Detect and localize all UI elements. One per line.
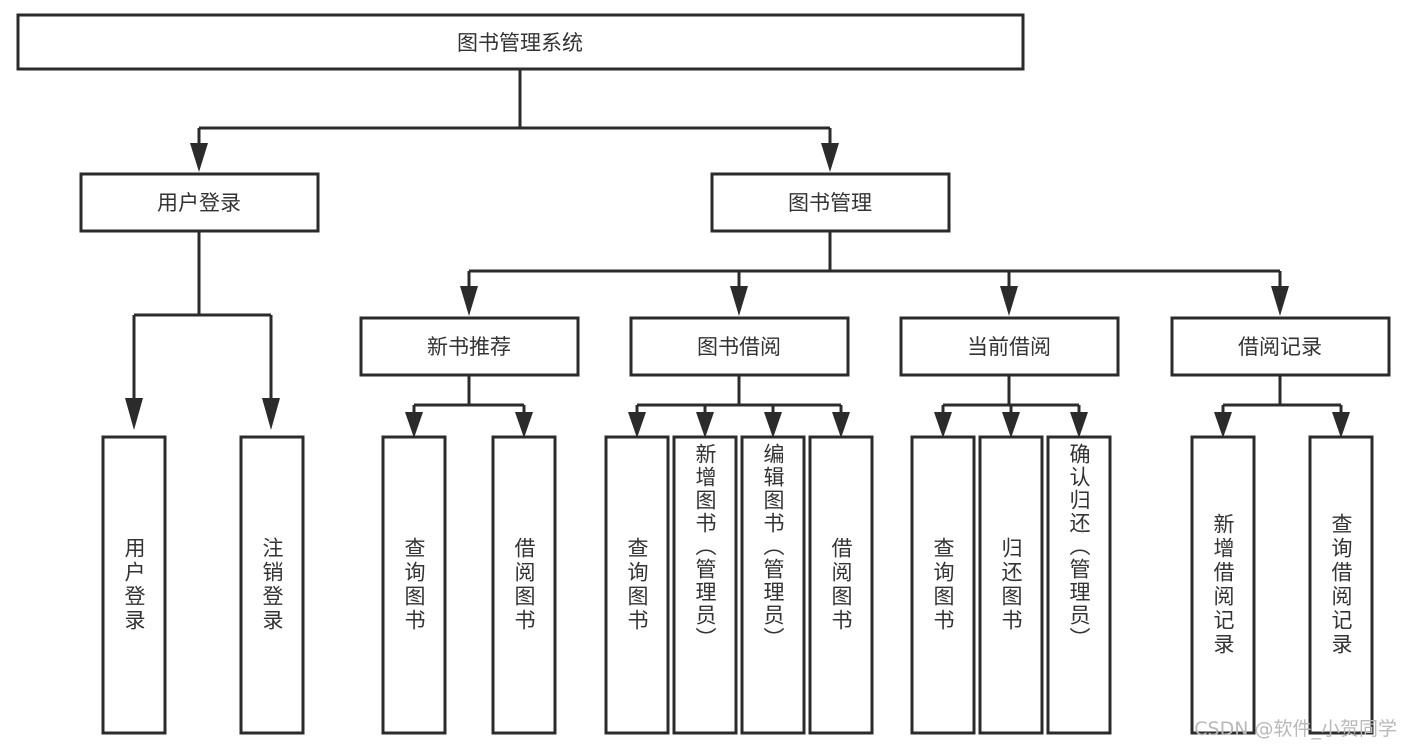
node-new-book-recommend-label: 新书推荐 — [427, 335, 511, 359]
node-leaf-query-record-box[interactable] — [1308, 435, 1374, 735]
connector-group — [125, 69, 1350, 438]
node-leaf-user-logout-box[interactable] — [239, 435, 305, 735]
arrow-head-icon — [1271, 286, 1289, 316]
node-root[interactable]: 图书管理系统 — [16, 13, 1025, 71]
arrow-head-icon — [125, 398, 143, 430]
node-leaf-user-login-box[interactable] — [101, 435, 167, 735]
node-leaf-user-logout-label-wrap: 注销登录 — [241, 437, 303, 733]
node-root-label: 图书管理系统 — [457, 31, 583, 55]
node-user-login-label: 用户登录 — [157, 191, 241, 215]
arrow-head-icon — [1002, 412, 1020, 438]
node-leaf-add-book-box[interactable] — [672, 435, 738, 735]
arrow-head-icon — [405, 412, 423, 438]
arrow-head-icon — [1070, 412, 1088, 438]
node-leaf-add-record-label: 新增借阅记录 — [1211, 513, 1235, 657]
node-leaf-borrow-book-2-label: 借阅图书 — [829, 537, 853, 633]
node-borrow-record-label: 借阅记录 — [1238, 335, 1322, 359]
node-book-borrow-label: 图书借阅 — [697, 335, 781, 359]
leaf-node-group — [101, 435, 1374, 735]
node-leaf-query-book-2-label: 查询图书 — [625, 537, 649, 633]
node-leaf-query-book-2-box[interactable] — [604, 435, 670, 735]
node-user-login-box[interactable] — [79, 172, 320, 233]
node-leaf-query-record-label-wrap: 查询借阅记录 — [1310, 437, 1372, 733]
node-leaf-borrow-book-2-label-wrap: 借阅图书 — [810, 437, 872, 733]
node-leaf-borrow-book-1-box[interactable] — [491, 435, 557, 735]
node-leaf-edit-book-box[interactable] — [740, 435, 806, 735]
node-current-borrow[interactable]: 当前借阅 — [899, 316, 1120, 377]
node-current-borrow-box[interactable] — [899, 316, 1120, 377]
node-leaf-return-book-box[interactable] — [978, 435, 1044, 735]
node-leaf-query-book-3-box[interactable] — [910, 435, 976, 735]
node-leaf-add-book-label: 新增图书（管理员） — [693, 443, 717, 650]
node-book-manage[interactable]: 图书管理 — [710, 172, 951, 233]
node-leaf-user-login-label: 用户登录 — [122, 537, 146, 633]
arrow-head-icon — [821, 143, 839, 172]
arrow-head-icon — [460, 286, 478, 316]
arrow-head-icon — [764, 412, 782, 438]
node-leaf-query-record-label: 查询借阅记录 — [1329, 513, 1353, 657]
node-leaf-user-logout-label: 注销登录 — [260, 537, 284, 633]
arrow-head-icon — [262, 398, 280, 430]
arrow-head-icon — [1214, 412, 1232, 438]
node-root-box[interactable] — [16, 13, 1025, 71]
node-leaf-add-record-box[interactable] — [1190, 435, 1256, 735]
node-book-manage-label: 图书管理 — [788, 191, 872, 215]
node-leaf-confirm-return-label: 确认归还（管理员） — [1067, 443, 1091, 650]
node-new-book-recommend-box[interactable] — [359, 316, 580, 377]
node-new-book-recommend[interactable]: 新书推荐 — [359, 316, 580, 377]
node-borrow-record-box[interactable] — [1170, 316, 1391, 377]
node-leaf-confirm-return-label-wrap: 确认归还（管理员） — [1048, 437, 1110, 733]
node-leaf-borrow-book-1-label-wrap: 借阅图书 — [493, 437, 555, 733]
node-book-borrow[interactable]: 图书借阅 — [629, 316, 850, 377]
arrow-head-icon — [515, 412, 533, 438]
node-leaf-borrow-book-1-label: 借阅图书 — [512, 537, 536, 633]
arrow-head-icon — [628, 412, 646, 438]
node-user-login[interactable]: 用户登录 — [79, 172, 320, 233]
node-leaf-query-book-2-label-wrap: 查询图书 — [606, 437, 668, 733]
node-leaf-confirm-return-box[interactable] — [1046, 435, 1112, 735]
node-borrow-record[interactable]: 借阅记录 — [1170, 316, 1391, 377]
node-leaf-return-book-label: 归还图书 — [999, 537, 1023, 633]
node-leaf-borrow-book-2-box[interactable] — [808, 435, 874, 735]
node-leaf-user-login-label-wrap: 用户登录 — [103, 437, 165, 733]
arrow-head-icon — [1332, 412, 1350, 438]
node-leaf-query-book-3-label-wrap: 查询图书 — [912, 437, 974, 733]
node-leaf-query-book-1-box[interactable] — [381, 435, 447, 735]
arrow-head-icon — [190, 143, 208, 172]
node-leaf-edit-book-label: 编辑图书（管理员） — [761, 443, 785, 650]
arrow-head-icon — [696, 412, 714, 438]
arrow-head-icon — [1000, 286, 1018, 316]
node-leaf-add-record-label-wrap: 新增借阅记录 — [1192, 437, 1254, 733]
arrow-head-icon — [934, 412, 952, 438]
node-leaf-edit-book-label-wrap: 编辑图书（管理员） — [742, 437, 804, 733]
node-book-manage-box[interactable] — [710, 172, 951, 233]
node-leaf-query-book-3-label: 查询图书 — [931, 537, 955, 633]
node-current-borrow-label: 当前借阅 — [967, 335, 1051, 359]
node-leaf-return-book-label-wrap: 归还图书 — [980, 437, 1042, 733]
node-leaf-query-book-1-label: 查询图书 — [402, 537, 426, 633]
node-leaf-add-book-label-wrap: 新增图书（管理员） — [674, 437, 736, 733]
arrow-head-icon — [832, 412, 850, 438]
arrow-head-icon — [730, 286, 748, 316]
node-book-borrow-box[interactable] — [629, 316, 850, 377]
node-leaf-query-book-1-label-wrap: 查询图书 — [383, 437, 445, 733]
